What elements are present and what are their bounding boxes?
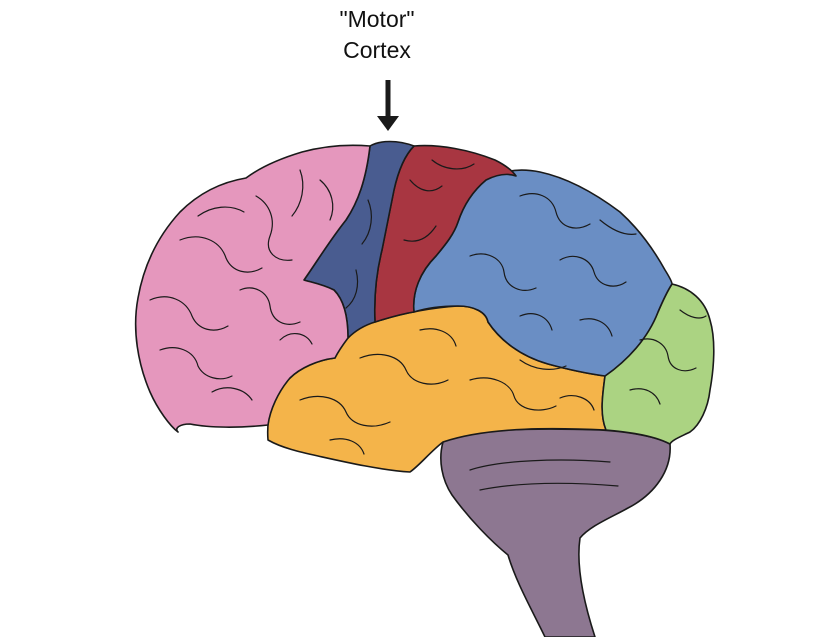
- motor-cortex-label-line1: "Motor": [339, 6, 415, 32]
- motor-cortex-label: "Motor" Cortex: [302, 4, 452, 66]
- motor-cortex-label-line2: Cortex: [343, 37, 411, 63]
- pointer-arrow: [377, 80, 399, 131]
- arrow-head: [377, 116, 399, 131]
- gyri-details: [149, 159, 707, 491]
